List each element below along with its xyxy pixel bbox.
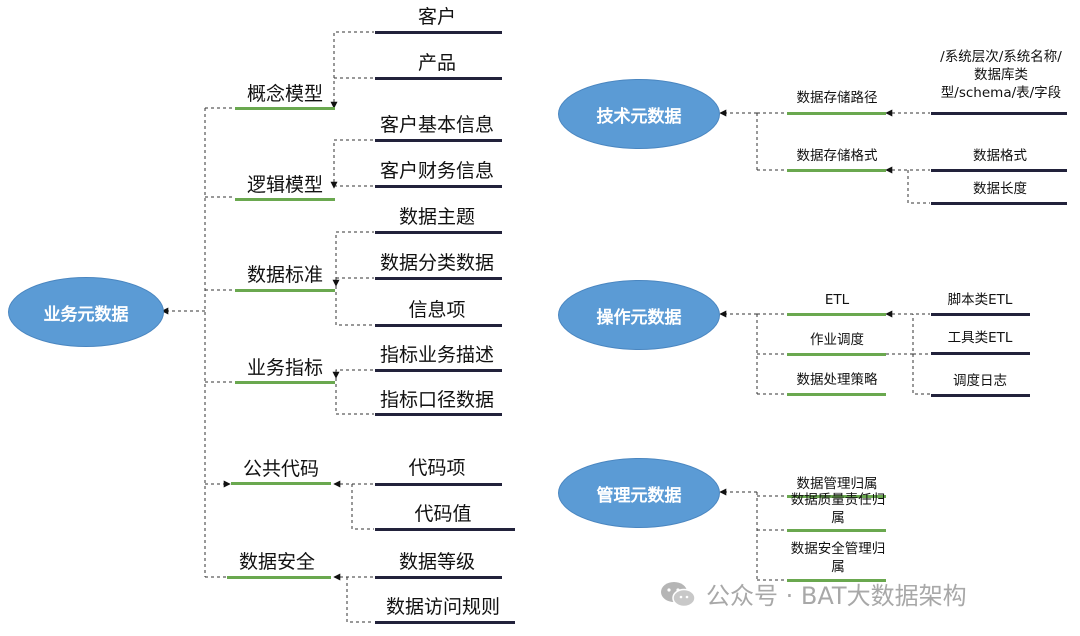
leaf-line-indicator-desc xyxy=(375,369,502,372)
leaf-line-data-category xyxy=(375,277,502,280)
operational-metadata-label: 操作元数据 xyxy=(596,307,682,328)
tech-leaf-data-format: 数据格式 xyxy=(973,148,1027,164)
leaf-line-info-item xyxy=(375,324,502,327)
tech-item-storage-format: 数据存储格式 xyxy=(796,148,878,164)
tech-leaf-line-data-format xyxy=(931,169,1067,172)
ops-leaf-line-schedule-log xyxy=(931,394,1030,397)
ops-line-schedule xyxy=(787,353,886,356)
management-metadata-label: 管理元数据 xyxy=(596,485,682,506)
leaf-label-customer-basic: 客户基本信息 xyxy=(379,114,495,136)
tech-leaf-line-data-length xyxy=(931,202,1067,205)
group-line-security xyxy=(227,576,331,579)
leaf-line-product xyxy=(375,77,502,80)
ops-line-etl xyxy=(787,313,886,316)
ops-leaf-tool-etl: 工具类ETL xyxy=(947,330,1013,346)
group-label-code: 公共代码 xyxy=(242,458,320,480)
group-label-standard: 数据标准 xyxy=(246,264,324,286)
leaf-label-customer-finance: 客户财务信息 xyxy=(379,160,495,182)
group-line-indicator xyxy=(235,381,335,384)
tech-line-storage-format xyxy=(787,169,886,172)
business-metadata-node: 业务元数据 xyxy=(8,277,164,347)
leaf-label-data-level: 数据等级 xyxy=(398,551,476,573)
tech-item-storage-path: 数据存储路径 xyxy=(796,90,878,106)
leaf-line-customer-finance xyxy=(375,185,502,188)
ops-item-strategy: 数据处理策略 xyxy=(796,372,878,388)
mgmt-line-data-ownership xyxy=(787,495,886,498)
group-line-logic xyxy=(235,198,335,201)
logic-bracket xyxy=(334,139,374,188)
ops-leaf-script-etl: 脚本类ETL xyxy=(947,292,1013,308)
group-label-indicator: 业务指标 xyxy=(246,357,324,379)
ops-leaf-line-script-etl xyxy=(931,313,1030,316)
leaf-line-code-item xyxy=(375,483,502,486)
management-metadata-node: 管理元数据 xyxy=(558,458,720,528)
leaf-label-indicator-scope: 指标口径数据 xyxy=(379,389,495,411)
group-label-concept: 概念模型 xyxy=(246,83,324,105)
leaf-label-info-item: 信息项 xyxy=(408,299,466,321)
code-bracket xyxy=(334,484,374,530)
group-label-security: 数据安全 xyxy=(238,551,316,573)
leaf-label-access-rule: 数据访问规则 xyxy=(385,596,501,618)
leaf-line-data-level xyxy=(375,576,502,579)
group-label-logic: 逻辑模型 xyxy=(246,174,324,196)
watermark: 公众号 · BAT大数据架构 xyxy=(658,576,967,611)
concept-bracket xyxy=(334,31,374,108)
ops-item-schedule: 作业调度 xyxy=(810,332,864,348)
leaf-label-code-item: 代码项 xyxy=(408,457,466,479)
leaf-label-code-value: 代码值 xyxy=(414,503,472,525)
ops-leaf-line-tool-etl xyxy=(931,352,1030,355)
leaf-label-product: 产品 xyxy=(417,52,457,74)
leaf-label-data-category: 数据分类数据 xyxy=(379,252,495,274)
mgmt-item-security-ownership: 数据安全管理归属 xyxy=(790,541,886,576)
leaf-line-indicator-scope xyxy=(375,413,502,416)
group-line-standard xyxy=(235,289,335,292)
tech-format-children xyxy=(886,170,930,204)
indicator-bracket xyxy=(336,369,374,415)
leaf-line-access-rule xyxy=(375,621,515,624)
leaf-label-data-subject: 数据主题 xyxy=(398,206,476,228)
wechat-icon xyxy=(661,581,696,607)
technical-metadata-node: 技术元数据 xyxy=(558,79,720,149)
operational-metadata-node: 操作元数据 xyxy=(558,280,720,350)
tech-leaf-data-length: 数据长度 xyxy=(973,181,1027,197)
leaf-label-indicator-desc: 指标业务描述 xyxy=(379,344,495,366)
leaf-line-data-subject xyxy=(375,231,502,234)
tech-leaf-line-path-detail xyxy=(931,112,1067,115)
tech-line-storage-path xyxy=(787,112,886,115)
group-line-concept xyxy=(235,107,335,110)
leaf-line-customer xyxy=(375,31,502,34)
mgmt-line-security-ownership xyxy=(787,579,886,582)
tech-leaf-path-detail: /系统层次/系统名称/数据库类型/schema/表/字段 xyxy=(940,49,1062,102)
security-bracket xyxy=(334,577,374,623)
ops-item-etl: ETL xyxy=(824,292,850,308)
mgmt-line-quality-ownership xyxy=(787,529,886,532)
ops-line-strategy xyxy=(787,393,886,396)
mgmt-item-quality-ownership: 数据质量责任归属 xyxy=(790,492,886,527)
leaf-label-customer: 客户 xyxy=(417,6,457,28)
business-metadata-label: 业务元数据 xyxy=(43,304,129,325)
leaf-line-code-value xyxy=(375,528,515,531)
standard-bracket xyxy=(336,231,374,326)
mgmt-item-data-ownership: 数据管理归属 xyxy=(796,476,878,492)
technical-metadata-label: 技术元数据 xyxy=(596,106,682,127)
ops-schedule-children xyxy=(886,314,930,395)
ops-leaf-schedule-log: 调度日志 xyxy=(953,373,1007,389)
group-line-code xyxy=(231,482,331,485)
leaf-line-customer-basic xyxy=(375,139,502,142)
watermark-text: 公众号 · BAT大数据架构 xyxy=(706,582,967,610)
tech-trunk xyxy=(720,113,758,170)
